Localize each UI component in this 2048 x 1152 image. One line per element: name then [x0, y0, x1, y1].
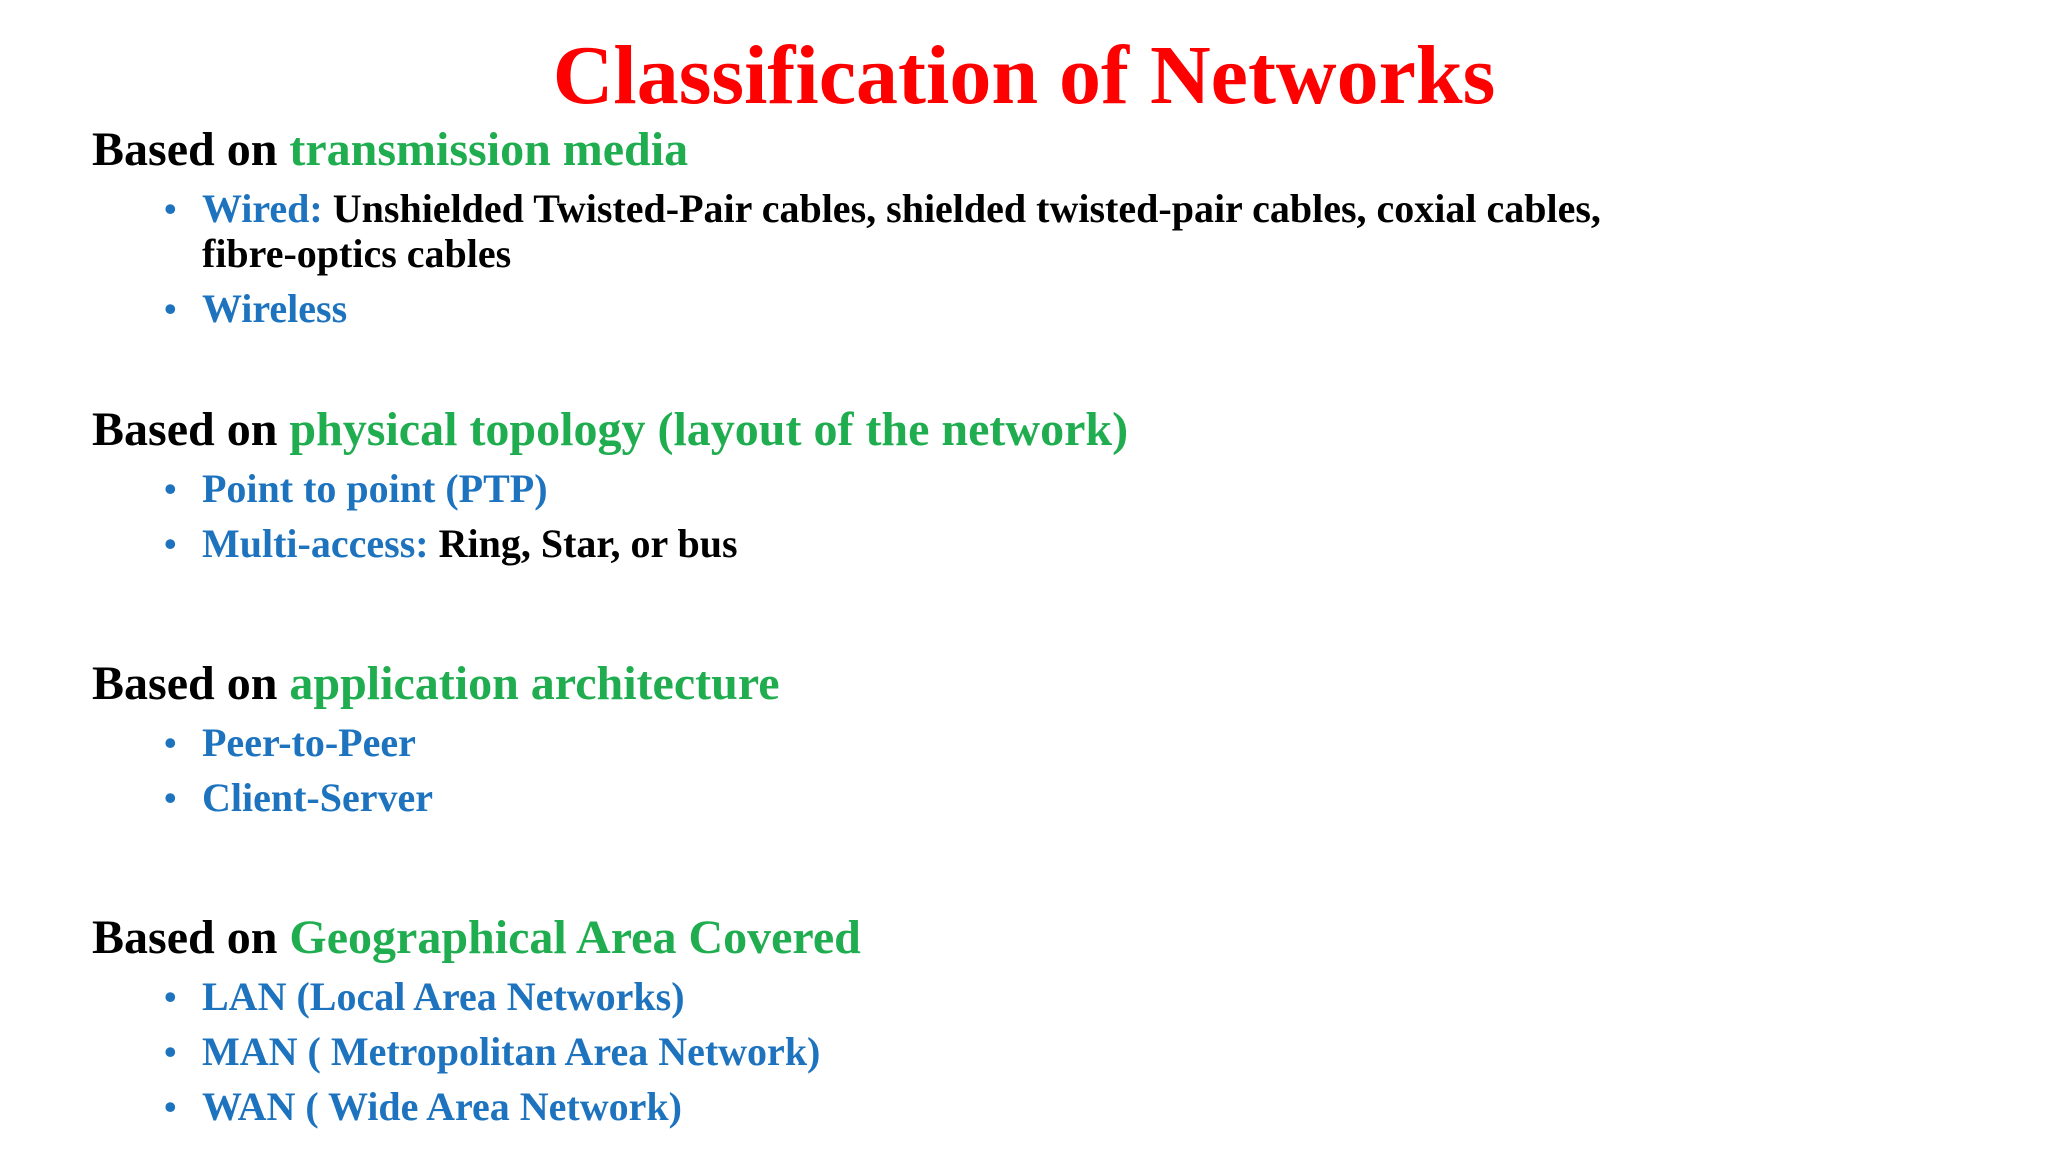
section-heading-transmission-media: Based on transmission media [92, 122, 688, 178]
heading-topic: transmission media [289, 123, 689, 176]
heading-topic: physical topology (layout of the network… [289, 403, 1129, 456]
bullet-icon: • [164, 1087, 177, 1127]
item-label: Multi-access: [202, 521, 429, 566]
slide-title: Classification of Networks [552, 29, 1496, 122]
heading-topic: application architecture [289, 657, 780, 710]
bullet-icon: • [164, 289, 177, 329]
list-item-text: Multi-access: Ring, Star, or bus [202, 521, 738, 567]
heading-prefix: Based on [92, 657, 290, 710]
bullet-icon: • [164, 977, 177, 1017]
bullet-icon: • [164, 469, 177, 509]
heading-topic: Geographical Area Covered [289, 911, 861, 964]
item-detail: Ring, Star, or bus [428, 521, 738, 566]
item-label: MAN ( Metropolitan Area Network) [202, 1029, 821, 1074]
item-detail: Unshielded Twisted-Pair cables, shielded… [322, 186, 1601, 231]
bullet-icon: • [164, 723, 177, 763]
bullet-icon: • [164, 524, 177, 564]
section-heading-geographical-area: Based on Geographical Area Covered [92, 910, 861, 966]
bullet-icon: • [164, 189, 177, 229]
bullet-icon: • [164, 1032, 177, 1072]
item-label: Point to point (PTP) [202, 466, 548, 511]
item-label: LAN (Local Area Networks) [202, 974, 685, 1019]
item-label: Client-Server [202, 775, 434, 820]
item-label: WAN ( Wide Area Network) [202, 1084, 682, 1129]
list-item-text: Wired: Unshielded Twisted-Pair cables, s… [202, 186, 1601, 232]
section-heading-application-architecture: Based on application architecture [92, 656, 780, 712]
item-label: Wired: [202, 186, 323, 231]
bullet-icon: • [164, 778, 177, 818]
heading-prefix: Based on [92, 123, 290, 176]
section-heading-physical-topology: Based on physical topology (layout of th… [92, 402, 1128, 458]
heading-prefix: Based on [92, 911, 290, 964]
item-label: Peer-to-Peer [202, 720, 416, 765]
item-continuation: fibre-optics cables [202, 231, 512, 276]
item-label: Wireless [202, 286, 348, 331]
heading-prefix: Based on [92, 403, 290, 456]
